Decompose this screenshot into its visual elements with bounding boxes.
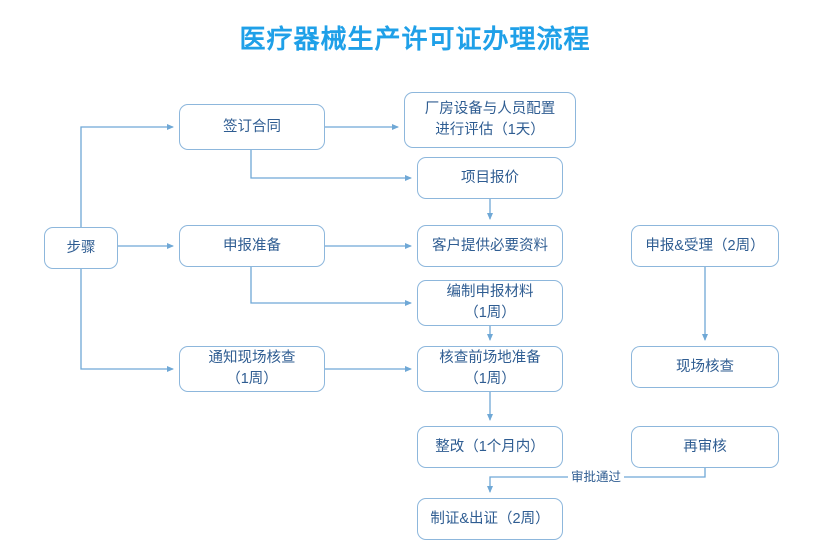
node-rectification[interactable]: 整改（1个月内） [417,426,563,468]
node-declaration-and-acceptance[interactable]: 申报&受理（2周） [631,225,779,267]
node-declare-prep[interactable]: 申报准备 [179,225,325,267]
edge-sign-contract-to-project-quote [250,150,412,181]
node-compile-application-materials[interactable]: 编制申报材料 （1周） [417,280,563,326]
node-issue-certificate[interactable]: 制证&出证（2周） [417,498,563,540]
node-sign-contract[interactable]: 签订合同 [179,104,325,150]
edge-steps-to-notify-onsite [80,269,174,372]
node-project-quote[interactable]: 项目报价 [417,157,563,199]
node-re-review[interactable]: 再审核 [631,426,779,468]
node-site-preparation-before-check[interactable]: 核查前场地准备 （1周） [417,346,563,392]
node-client-provides-documents[interactable]: 客户提供必要资料 [417,225,563,267]
page-title: 医疗器械生产许可证办理流程 [239,24,591,54]
edge-steps-to-sign-contract [80,124,174,227]
node-onsite-inspection[interactable]: 现场核查 [631,346,779,388]
edge-declare-prep-to-compile-docs [250,267,412,306]
node-notify-onsite-check[interactable]: 通知现场核查 （1周） [179,346,325,392]
node-factory-equipment-personnel-eval[interactable]: 厂房设备与人员配置 进行评估（1天） [404,92,576,148]
node-steps[interactable]: 步骤 [44,227,118,269]
edge-label-approval-passed: 审批通过 [568,470,625,484]
